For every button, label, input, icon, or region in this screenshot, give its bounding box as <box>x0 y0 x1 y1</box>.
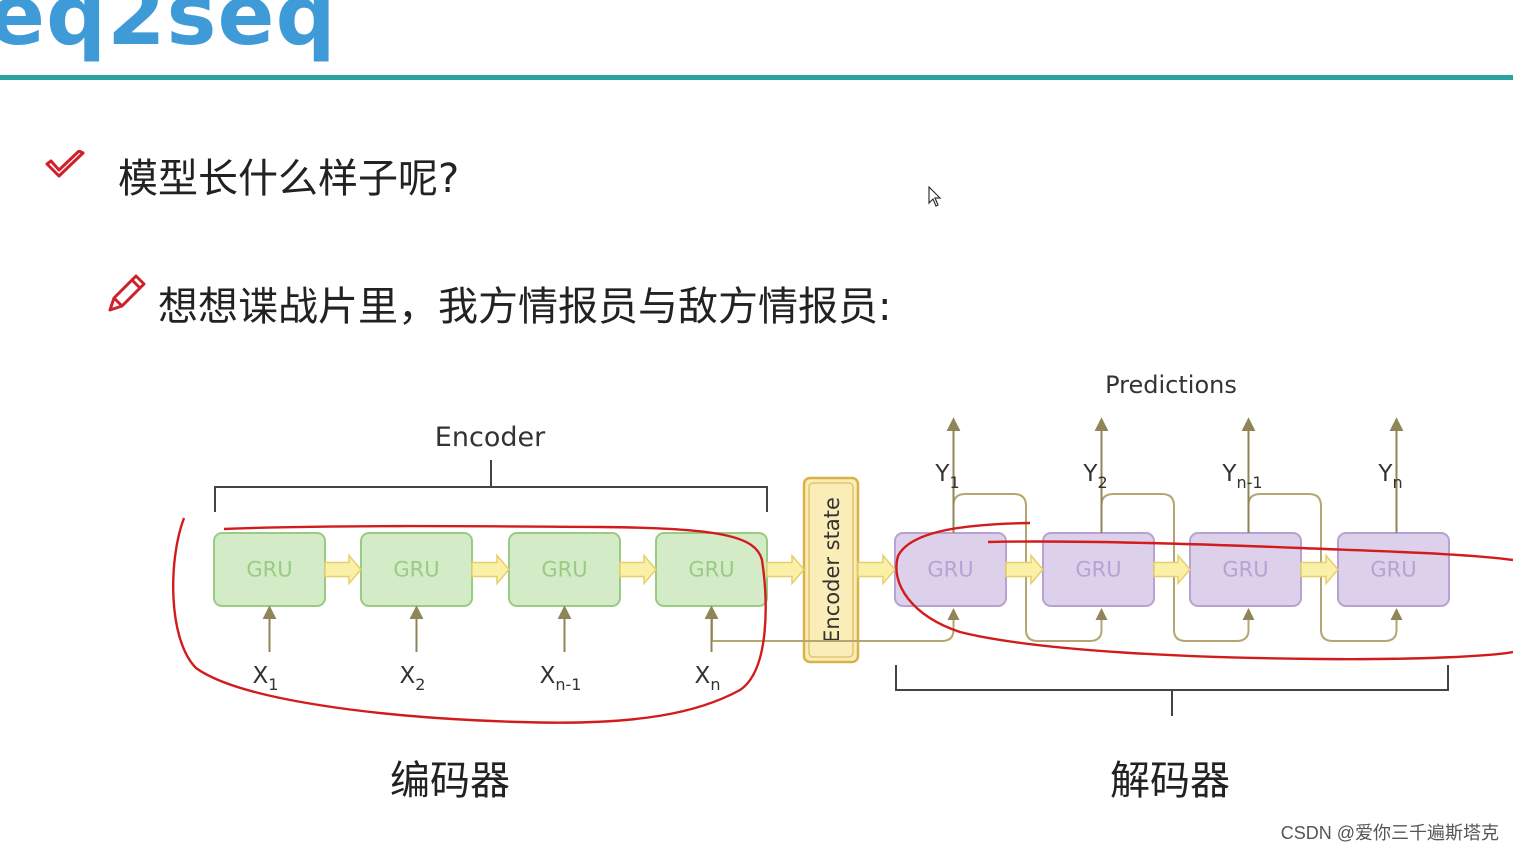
feedback-arrowhead <box>1242 608 1255 620</box>
encoder-gru-label: GRU <box>541 558 587 582</box>
decoder-flow-arrow <box>1153 553 1191 586</box>
decoder-gru-cell: GRU <box>894 532 1007 607</box>
decoder-gru-cell: GRU <box>1042 532 1155 607</box>
encoder-gru-cell: GRU <box>360 532 473 607</box>
bullet-analogy: 想想谍战片里，我方情报员与敌方情报员: <box>158 284 892 330</box>
decoder-annotation-loop <box>895 521 1513 661</box>
decoder-caption: 解码器 <box>1110 758 1230 804</box>
decoder-output-label: Yn <box>1377 461 1402 492</box>
decoder-flow-arrow <box>1005 553 1044 586</box>
watermark: CSDN @爱你三千遍斯塔克 <box>1280 823 1499 843</box>
encoder-annotation-loop <box>172 517 767 724</box>
encoder-input-label: Xn <box>695 663 721 694</box>
encoder-input-label: X1 <box>253 663 279 694</box>
slide-title: eq2seq <box>0 0 337 64</box>
decoder-gru-label: GRU <box>927 558 973 582</box>
encoder-state-label: Encoder state <box>820 497 844 643</box>
pencil-icon <box>108 274 146 312</box>
encoder-input-label: Xn-1 <box>540 663 582 694</box>
encoder-flow-arrow <box>619 553 657 586</box>
title-underline <box>0 75 1513 80</box>
decoder-output-label: Y1 <box>934 461 959 492</box>
feedback-loop <box>952 493 1103 642</box>
decoder-bracket <box>895 665 1449 716</box>
encoder-gru-label: GRU <box>688 558 734 582</box>
decoder-gru-label: GRU <box>1222 558 1268 582</box>
predictions-label: Predictions <box>1105 371 1237 399</box>
mouse-cursor-icon <box>928 186 942 207</box>
encoder-label: Encoder <box>435 422 546 453</box>
feedback-loop <box>1247 493 1398 642</box>
encoder-to-state-arrow <box>766 553 805 586</box>
decoder-output-label: Yn-1 <box>1221 461 1262 492</box>
state-to-decoder-arrow <box>857 553 896 586</box>
encoder-gru-label: GRU <box>246 558 292 582</box>
encoder-state-box: Encoder state <box>802 476 860 664</box>
encoder-gru-cell: GRU <box>508 532 621 607</box>
encoder-flow-arrow <box>324 553 362 586</box>
encoder-gru-cell: GRU <box>213 532 326 607</box>
encoder-flow-arrow <box>471 553 510 586</box>
decoder-flow-arrow <box>1300 553 1339 586</box>
bullet-question: 模型长什么样子呢? <box>118 156 460 202</box>
decoder-output-label: Y2 <box>1082 461 1107 492</box>
decoder-gru-label: GRU <box>1370 558 1416 582</box>
feedback-arrowhead <box>1095 608 1108 620</box>
feedback-loop <box>1100 493 1250 642</box>
feedback-arrowhead <box>1390 608 1403 620</box>
encoder-caption: 编码器 <box>390 758 510 804</box>
decoder-gru-label: GRU <box>1075 558 1121 582</box>
encoder-gru-label: GRU <box>393 558 439 582</box>
checkmark-icon <box>45 150 85 178</box>
decoder-start-arrowhead <box>947 608 960 620</box>
encoder-bracket <box>214 460 768 512</box>
encoder-input-label: X2 <box>400 663 426 694</box>
decoder-gru-cell: GRU <box>1337 532 1450 607</box>
